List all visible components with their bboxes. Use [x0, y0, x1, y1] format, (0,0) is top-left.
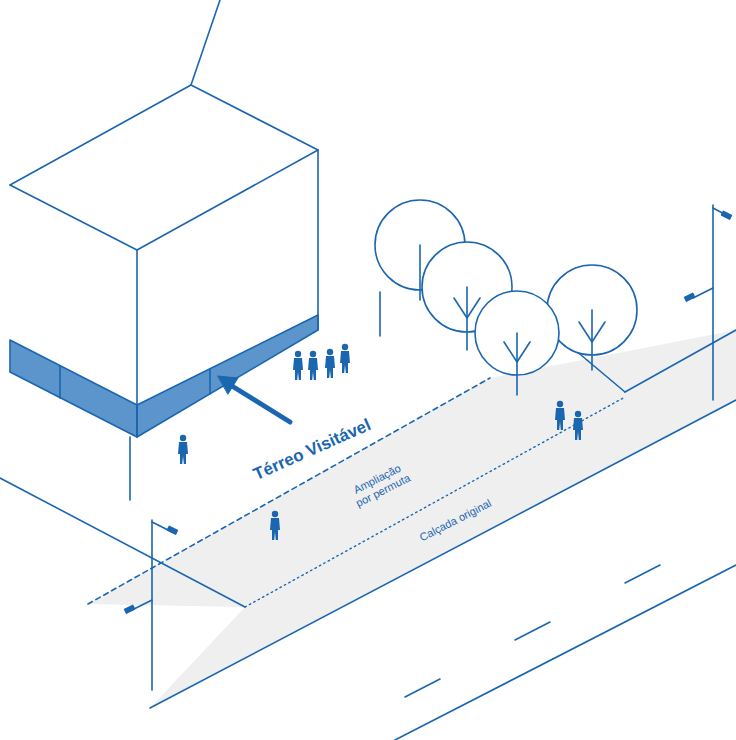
trees	[375, 200, 637, 395]
mullion	[59, 366, 61, 398]
dotted-line	[245, 397, 625, 607]
column	[129, 437, 131, 500]
building-right-band	[137, 315, 318, 437]
person-figure	[308, 351, 318, 380]
building-left-band	[10, 340, 137, 437]
sidewalk-edge	[625, 330, 736, 392]
building-outline	[10, 150, 318, 250]
building-outline	[136, 250, 138, 437]
mullion	[209, 369, 211, 394]
person-figure	[270, 511, 280, 540]
building-outline	[10, 85, 191, 185]
building-outline	[191, 0, 220, 85]
lot-line	[575, 350, 625, 392]
building-outline	[317, 150, 319, 330]
lot-line	[0, 478, 245, 607]
person-figure	[573, 411, 583, 440]
person-figure	[178, 435, 188, 464]
lane-dashes	[405, 565, 660, 697]
building-outline	[191, 85, 318, 150]
person-figure	[325, 349, 335, 378]
people	[178, 344, 583, 540]
road-edge	[395, 565, 736, 740]
curb-line	[150, 400, 736, 708]
person-figure	[293, 351, 303, 380]
person-figure	[555, 401, 565, 430]
lamp-post	[125, 520, 178, 690]
arrow	[218, 376, 290, 422]
lamp-post	[685, 205, 732, 400]
person-figure	[340, 344, 350, 373]
column	[379, 292, 381, 336]
